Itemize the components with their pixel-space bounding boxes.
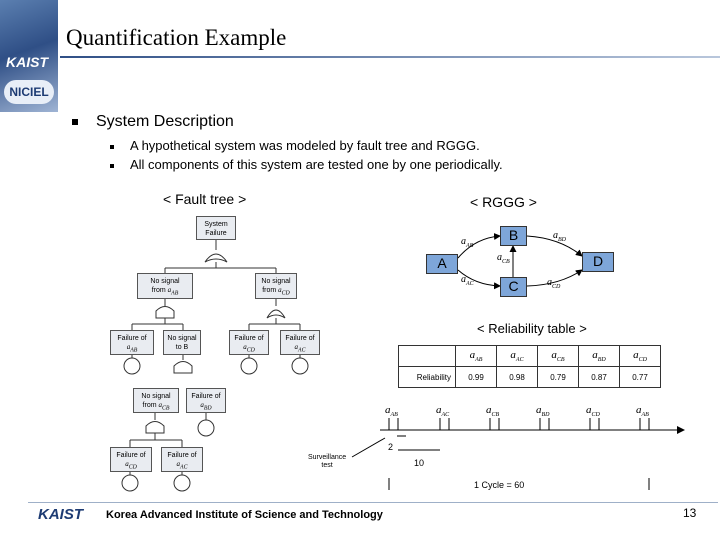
table-row: Reliability 0.99 0.98 0.79 0.87 0.77	[398, 366, 661, 388]
footer-institution: Korea Advanced Institute of Science and …	[106, 509, 383, 521]
square-bullet-icon	[72, 118, 78, 125]
rggg-edge-label: aAB	[461, 236, 474, 249]
rggg-edge-label: aCB	[497, 252, 510, 265]
rggg-node-b: B	[500, 226, 527, 246]
table-row: aAB aAC aCB aBD aCD	[398, 345, 661, 367]
timeline-label: aBD	[536, 404, 550, 419]
rggg-edge-label: aCD	[547, 277, 561, 290]
reliability-table: aAB aAC aCB aBD aCD Reliability 0.99 0.9…	[398, 345, 661, 388]
test-interval-label: 10	[414, 458, 425, 468]
system-description-heading: System Description	[72, 113, 234, 131]
table-cell: 0.87	[578, 366, 620, 388]
timeline-label: aCB	[486, 404, 500, 419]
cycle-label: 1 Cycle = 60	[474, 480, 525, 490]
square-bullet-icon	[110, 163, 114, 168]
description-item: A hypothetical system was modeled by fau…	[110, 138, 480, 153]
description-item: All components of this system are tested…	[110, 157, 503, 172]
test-duration-label: 2	[388, 442, 394, 452]
timeline-label: aAB	[385, 404, 398, 419]
timeline-label: aCD	[586, 404, 600, 419]
page-title: Quantification Example	[66, 25, 287, 50]
rggg-edge-label: aBD	[553, 230, 566, 243]
timeline-label: aAB	[636, 404, 649, 419]
table-cell: 0.79	[537, 366, 579, 388]
footer-rule	[28, 502, 718, 503]
reliability-table-label: < Reliability table >	[477, 321, 587, 336]
rggg-node-c: C	[500, 277, 527, 297]
title-rule	[60, 56, 720, 58]
timeline-label: aAC	[436, 404, 450, 419]
logo-panel: KAIST NICIEL	[0, 0, 58, 112]
kaist-logo: KAIST	[6, 54, 48, 70]
fault-tree-label: < Fault tree >	[163, 191, 247, 207]
niciel-logo: NICIEL	[4, 80, 54, 104]
rggg-node-d: D	[582, 252, 614, 272]
footer-kaist-logo: KAIST	[38, 506, 83, 523]
table-cell: 0.77	[619, 366, 661, 388]
rggg-label: < RGGG >	[470, 194, 537, 210]
rggg-node-a: A	[426, 254, 458, 274]
square-bullet-icon	[110, 144, 114, 149]
page-number: 13	[683, 506, 697, 520]
rggg-edge-label: aAC	[461, 274, 474, 287]
